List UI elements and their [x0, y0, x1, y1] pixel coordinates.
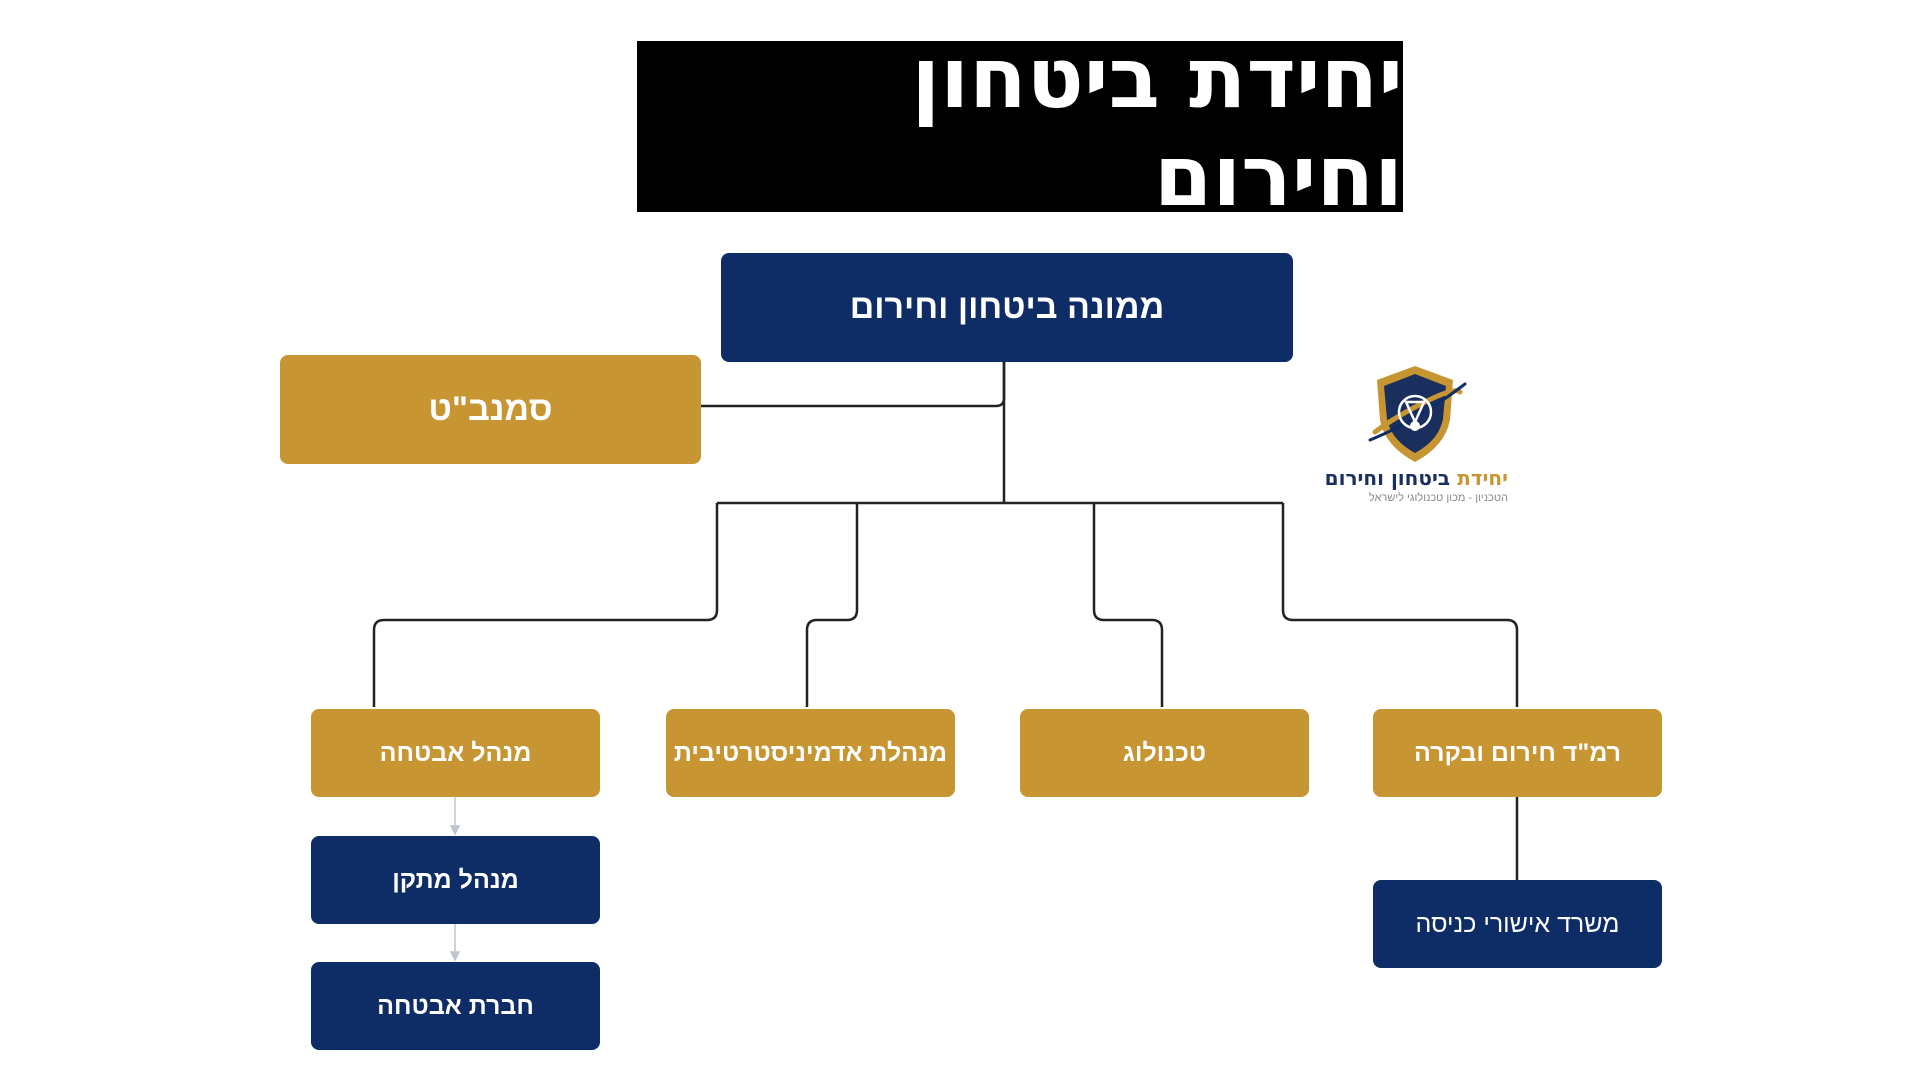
- node-facility-manager: מנהל מתקן: [311, 836, 600, 924]
- connector-to-emergency-coordinator: [1281, 503, 1519, 707]
- node-head-label: ממונה ביטחון וחירום: [849, 288, 1165, 326]
- connector-head-to-deputy: [699, 361, 1006, 408]
- node-entry-permits-office: משרד אישורי כניסה: [1373, 880, 1662, 968]
- page-title: יחידת ביטחון וחירום: [911, 28, 1403, 225]
- logo-title-part2: ביטחון וחירום: [1324, 466, 1451, 490]
- arrow-head-2: [449, 951, 461, 962]
- node-security-manager-label: מנהל אבטחה: [379, 738, 532, 767]
- node-entry-permits-office-label: משרד אישורי כניסה: [1415, 909, 1620, 938]
- node-deputy-label: סמנב"ט: [428, 390, 553, 428]
- node-head: ממונה ביטחון וחירום: [721, 253, 1293, 362]
- node-security-company: חברת אבטחה: [311, 962, 600, 1050]
- node-facility-manager-label: מנהל מתקן: [392, 865, 519, 894]
- node-admin-manager: מנהלת אדמיניסטרטיבית: [666, 709, 955, 797]
- node-deputy: סמנב"ט: [280, 355, 701, 464]
- node-security-manager: מנהל אבטחה: [311, 709, 600, 797]
- unit-logo: יחידת ביטחון וחירום הטכניון - מכון טכנול…: [1320, 362, 1510, 512]
- connector-to-technologist: [1092, 503, 1164, 707]
- connector-to-security-manager: [372, 503, 719, 707]
- arrow-head-1: [449, 825, 461, 836]
- node-emergency-coordinator-label: רמ"ד חירום ובקרה: [1413, 738, 1622, 767]
- logo-subtitle: הטכניון - מכון טכנולוגי לישראל: [1368, 492, 1508, 504]
- page-title-banner: יחידת ביטחון וחירום: [637, 29, 1403, 225]
- node-emergency-coordinator: רמ"ד חירום ובקרה: [1373, 709, 1662, 797]
- node-admin-manager-label: מנהלת אדמיניסטרטיבית: [673, 738, 948, 767]
- logo-title: יחידת ביטחון וחירום: [1320, 466, 1508, 490]
- shield-emblem-icon: [1368, 366, 1467, 462]
- node-technologist: טכנולוג: [1020, 709, 1309, 797]
- connector-to-admin-manager: [805, 503, 859, 707]
- logo-title-part1: יחידת: [1457, 466, 1508, 490]
- node-security-company-label: חברת אבטחה: [377, 991, 534, 1020]
- node-technologist-label: טכנולוג: [1122, 738, 1207, 767]
